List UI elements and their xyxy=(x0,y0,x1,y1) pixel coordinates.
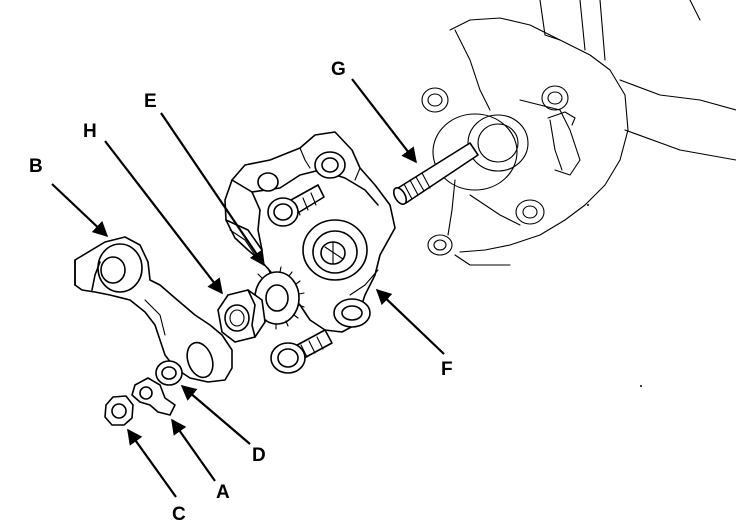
upper-bolt xyxy=(267,184,325,227)
leader-arrows xyxy=(51,78,445,498)
nut-c xyxy=(104,395,134,426)
transmission-housing xyxy=(421,0,736,387)
large-nut xyxy=(217,289,266,343)
callout-c: C xyxy=(172,504,186,525)
arrow-c xyxy=(127,428,177,498)
callout-h: H xyxy=(83,121,97,142)
lower-bolt xyxy=(270,329,333,374)
callout-a: A xyxy=(216,482,230,503)
callout-g: G xyxy=(331,59,346,80)
shaft-g xyxy=(392,142,479,205)
arrow-a xyxy=(171,418,216,482)
callout-b: B xyxy=(29,156,43,177)
washer-d xyxy=(155,360,183,386)
arrow-h xyxy=(104,140,223,295)
arrow-f xyxy=(375,288,445,355)
lock-plate-a xyxy=(131,377,176,416)
callout-f: F xyxy=(441,359,453,380)
arrow-g xyxy=(351,78,417,164)
arrow-e xyxy=(160,112,265,267)
callout-e: E xyxy=(144,91,157,112)
switch-body-f xyxy=(224,131,396,333)
lock-washer-h xyxy=(253,266,305,330)
lever-b xyxy=(74,236,233,383)
arrow-d xyxy=(180,385,251,445)
callout-d: D xyxy=(252,445,266,466)
arrow-b xyxy=(51,183,109,238)
